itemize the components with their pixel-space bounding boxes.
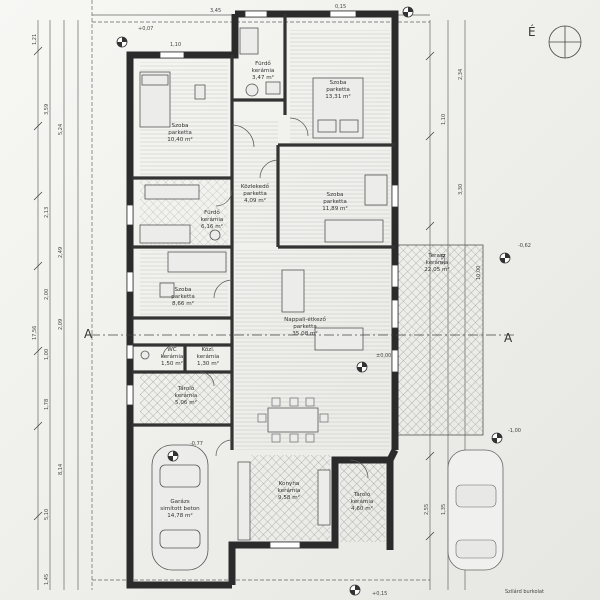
dim-label: 5,24 bbox=[58, 124, 64, 135]
dim-label: 3,45 bbox=[210, 8, 221, 14]
dim-label: 1,00 bbox=[44, 349, 50, 360]
elevation-markers bbox=[116, 6, 511, 596]
dim-label: 1,10 bbox=[170, 42, 181, 48]
dim-label: 3,59 bbox=[44, 104, 50, 115]
interior-walls bbox=[132, 14, 395, 450]
dimensions-left: 1,21 3,59 5,24 2,13 2,49 2,00 2,09 1,00 … bbox=[32, 34, 64, 585]
dim-label: 2,55 bbox=[424, 504, 430, 515]
dim-label: 2,09 bbox=[58, 319, 64, 330]
elev-right: -1,00 bbox=[508, 428, 521, 434]
dim-label: 2,34 bbox=[458, 69, 464, 80]
dim-label: 1,21 bbox=[32, 34, 38, 45]
door-swings bbox=[162, 117, 369, 479]
dim-label: 2,49 bbox=[58, 247, 64, 258]
dimensions-top: 1,10 3,45 0,15 bbox=[170, 4, 346, 48]
elev-terrace: -0,62 bbox=[518, 243, 531, 249]
elev-top: +0,07 bbox=[138, 26, 153, 32]
dim-label: 1,10 bbox=[441, 114, 447, 125]
elev-floor: ±0,00 bbox=[376, 353, 391, 359]
dimensions-right: 2,34 1,10 3,30 3,30 10,00 2,55 1,35 bbox=[424, 69, 482, 515]
dim-label: 2,13 bbox=[44, 207, 50, 218]
dim-label: 10,00 bbox=[476, 266, 482, 280]
fixtures bbox=[139, 27, 504, 571]
compass-letter: É bbox=[528, 24, 536, 39]
section-label-right: A bbox=[504, 331, 513, 345]
dim-label: 1,78 bbox=[44, 399, 50, 410]
elev-garage: -0,77 bbox=[190, 441, 203, 447]
dim-label: 8,14 bbox=[58, 464, 64, 475]
footnote: Szilárd burkolat bbox=[505, 588, 544, 595]
dim-label: 17,56 bbox=[32, 326, 38, 340]
compass-icon bbox=[548, 25, 582, 59]
corridor-floor bbox=[232, 120, 278, 245]
windows bbox=[126, 10, 399, 549]
dim-label: 3,30 bbox=[441, 254, 447, 265]
dim-label: 3,30 bbox=[458, 184, 464, 195]
dim-label: 2,00 bbox=[44, 289, 50, 300]
dim-label: 5,10 bbox=[44, 509, 50, 520]
dim-label: 1,35 bbox=[441, 504, 447, 515]
elev-bottom: +0,15 bbox=[372, 591, 387, 597]
section-label-left: A bbox=[84, 327, 93, 341]
dim-label: 0,15 bbox=[335, 4, 346, 10]
dim-label: 1,45 bbox=[44, 574, 50, 585]
